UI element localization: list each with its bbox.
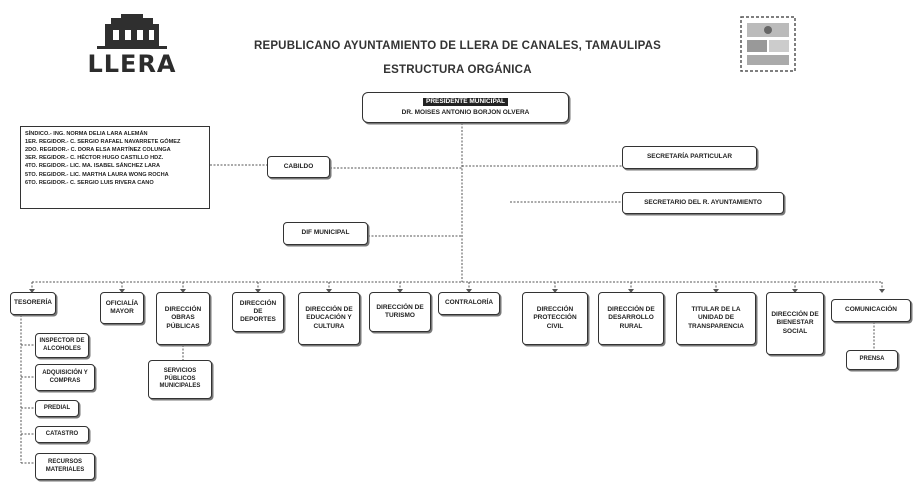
council-members-list: SÍNDICO.- ING. NORMA DELIA LARA ALEMÁN 1… — [20, 126, 210, 209]
council-member: 1ER. REGIDOR.- C. SERGIO RAFAEL NAVARRET… — [25, 139, 181, 146]
municipal-seal-icon — [737, 13, 799, 75]
sub-catastro: CATASTRO — [35, 426, 89, 443]
dept-transparencia: TITULAR DE LA UNIDAD DE TRANSPARENCIA — [676, 292, 756, 345]
council-member: 6TO. REGIDOR.- C. SERGIO LUIS RIVERA CAN… — [25, 179, 154, 186]
council-member: 2DO. REGIDOR.- C. DORA ELSA MARTÍNEZ COL… — [25, 147, 171, 154]
council-member: 4TO. REGIDOR.- LIC. MA. ISABEL SÁNCHEZ L… — [25, 163, 160, 170]
dept-turismo: DIRECCIÓN DE TURISMO — [369, 292, 431, 332]
llera-logo: LLERA — [77, 14, 187, 78]
dept-tesoreria: TESORERÍA — [10, 292, 56, 315]
secretario-ayuntamiento-box: SECRETARIO DEL R. AYUNTAMIENTO — [622, 192, 784, 214]
dept-bienestar-social: DIRECCIÓN DE BIENESTAR SOCIAL — [766, 292, 824, 355]
page-subtitle: ESTRUCTURA ORGÁNICA — [383, 64, 532, 76]
dif-box: DIF MUNICIPAL — [283, 222, 368, 245]
dept-contraloria: CONTRALORÍA — [438, 292, 500, 315]
dept-proteccion-civil: DIRECCIÓN PROTECCIÓN CIVIL — [522, 292, 588, 345]
sub-predial: PREDIAL — [35, 400, 79, 417]
president-title: PRESIDENTE MUNICIPAL — [423, 97, 508, 106]
council-member: 3ER. REGIDOR.- C. HÉCTOR HUGO CASTILLO H… — [25, 155, 164, 162]
president-name: DR. MOISES ANTONIO BORJON OLVERA — [401, 109, 530, 116]
sub-adquisicion-compras: ADQUISICIÓN Y COMPRAS — [35, 364, 95, 391]
page-title: REPUBLICANO AYUNTAMIENTO DE LLERA DE CAN… — [253, 40, 662, 52]
council-member: SÍNDICO.- ING. NORMA DELIA LARA ALEMÁN — [25, 131, 148, 137]
dept-comunicacion: COMUNICACIÓN — [831, 299, 911, 322]
dept-oficialia-mayor: OFICIALÍA MAYOR — [100, 292, 144, 324]
secretaria-particular-box: SECRETARÍA PARTICULAR — [622, 146, 757, 169]
council-member: 5TO. REGIDOR.- LIC. MARTHA LAURA WONG RO… — [25, 171, 169, 178]
dept-desarrollo-rural: DIRECCIÓN DE DESARROLLO RURAL — [598, 292, 664, 345]
sub-servicios-publicos: SERVICIOS PÚBLICOS MUNICIPALES — [148, 360, 212, 399]
cabildo-box: CABILDO — [267, 156, 330, 178]
sub-inspector-alcoholes: INSPECTOR DE ALCOHOLES — [35, 333, 89, 358]
president-box: PRESIDENTE MUNICIPAL DR. MOISES ANTONIO … — [362, 92, 569, 123]
sub-prensa: PRENSA — [846, 350, 898, 370]
sub-recursos-materiales: RECURSOS MATERIALES — [35, 453, 95, 480]
dept-deportes: DIRECCIÓN DE DEPORTES — [232, 292, 284, 332]
dept-educacion-cultura: DIRECCIÓN DE EDUCACIÓN Y CULTURA — [298, 292, 360, 345]
dept-obras-publicas: DIRECCIÓN OBRAS PÚBLICAS — [156, 292, 210, 345]
logo-text: LLERA — [87, 50, 177, 78]
